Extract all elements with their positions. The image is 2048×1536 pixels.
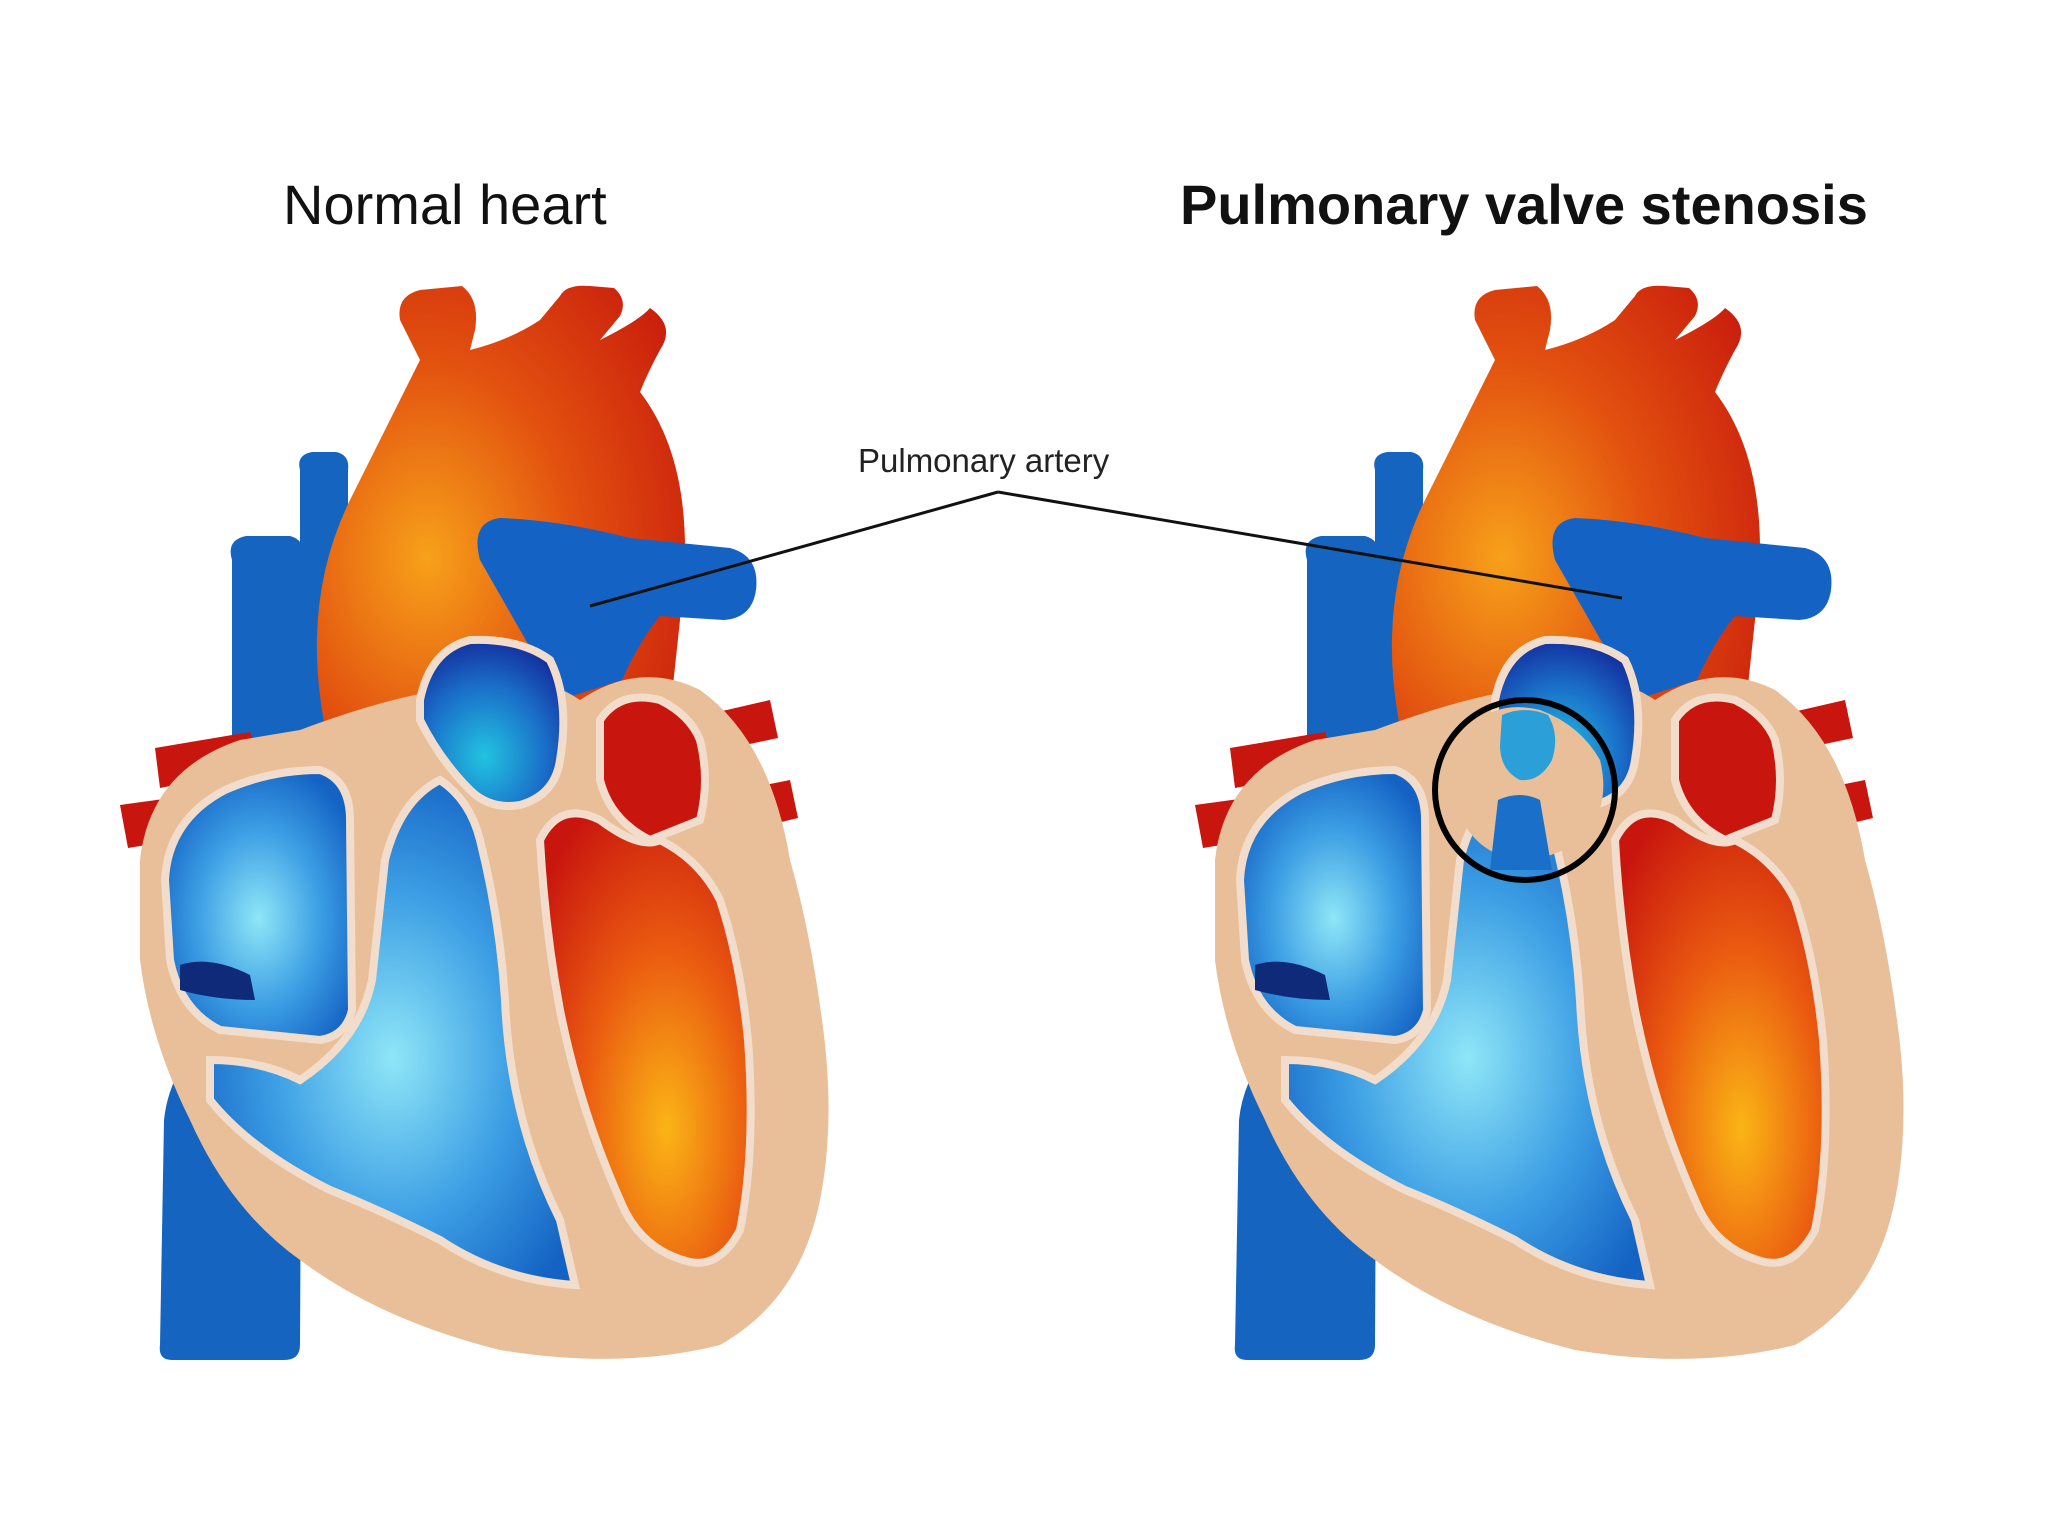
normal-heart — [120, 286, 829, 1360]
